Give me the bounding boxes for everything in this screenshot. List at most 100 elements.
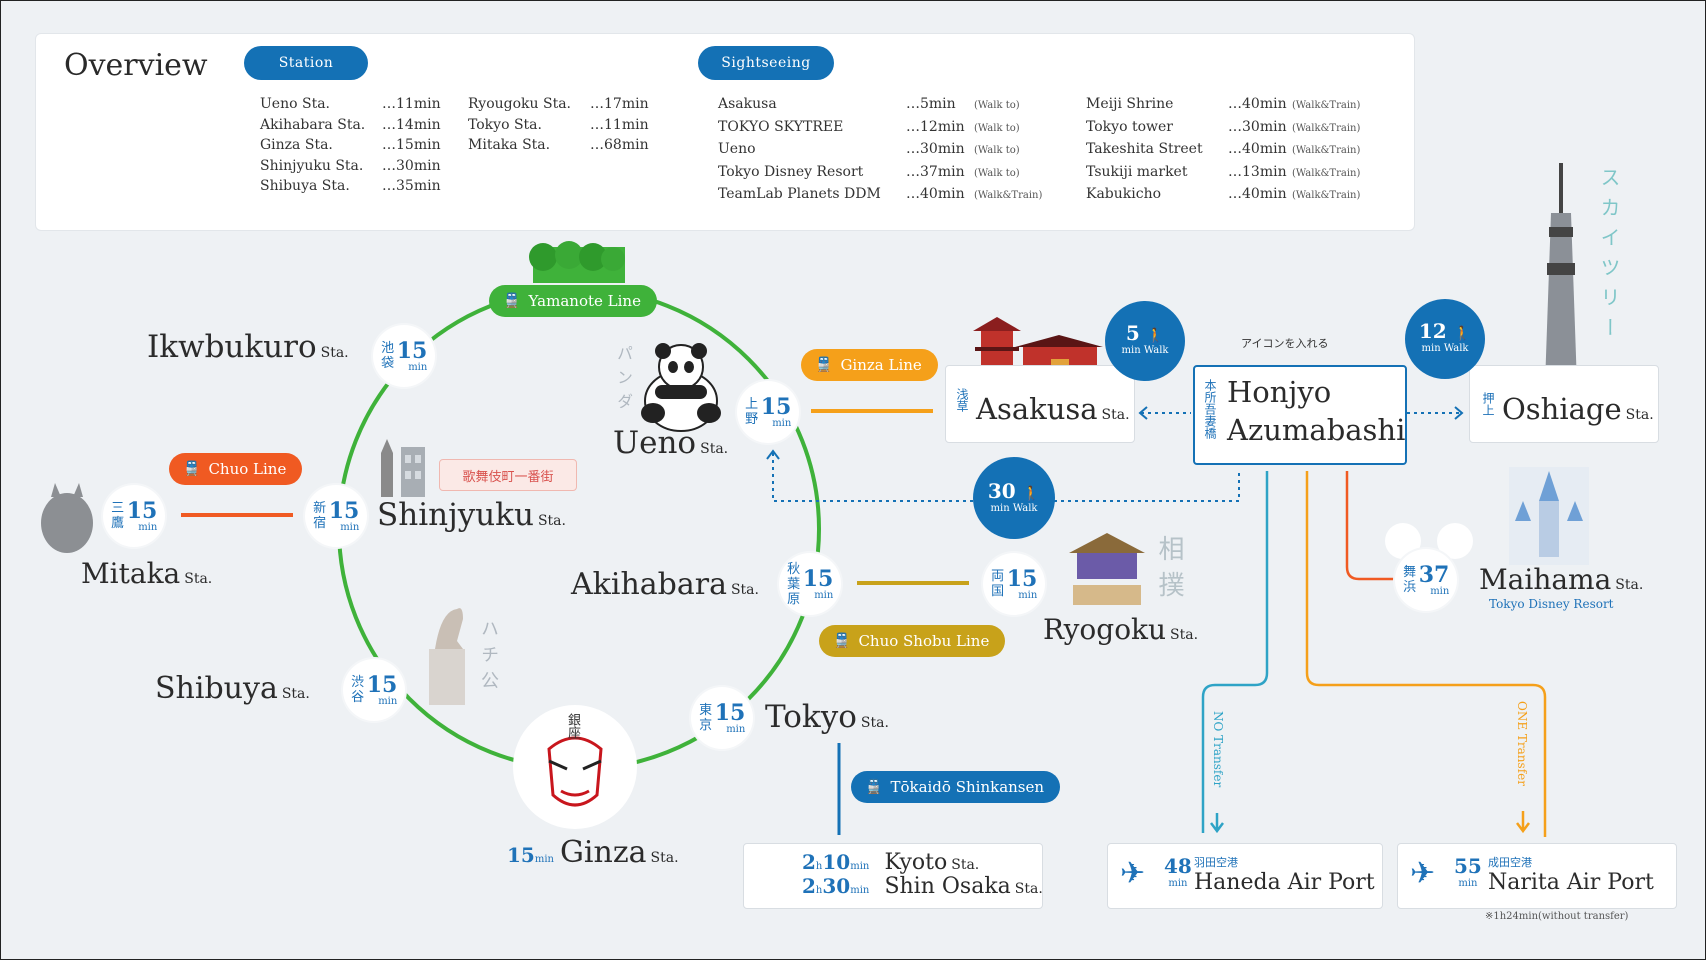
sumo-ring: [1069, 533, 1145, 605]
walk-icon: 🚶: [1453, 326, 1472, 342]
panda-text: パンダ: [614, 345, 633, 417]
hachiko-statue: [429, 608, 465, 705]
sightseeing-pill: Sightseeing: [698, 46, 834, 80]
station-list-1: Ueno Sta.…11min Akihabara Sta.…14min Gin…: [260, 94, 441, 197]
station-list-2: Ryougoku Sta.…17min Tokyo Sta.…11min Mit…: [468, 94, 649, 156]
mickey-ears: [1385, 523, 1473, 559]
list-item: Meiji Shrine…40min(Walk&Train): [1086, 96, 1361, 112]
list-item: Kabukicho…40min(Walk&Train): [1086, 186, 1361, 202]
list-item: Tokyo Disney Resort…37min(Walk to): [718, 163, 1020, 180]
walk-arrow-ueno: [766, 449, 780, 460]
narita-footnote: ※1h24min(without transfer): [1485, 911, 1629, 922]
walk-arrow-oshiage: [1454, 406, 1464, 420]
disney-castle: [1509, 467, 1589, 565]
train-icon: 🚆: [503, 293, 521, 309]
train-icon: 🚆: [183, 461, 201, 477]
haneda-route: [1201, 471, 1269, 833]
narita-transfer: ONE Transfer: [1515, 701, 1529, 786]
narita-arrow: [1516, 811, 1530, 834]
trees-illustration: [529, 241, 625, 283]
ueno-walk: 30 🚶 min Walk: [973, 457, 1055, 539]
list-item: TeamLab Planets DDM…40min(Walk&Train): [718, 186, 1043, 202]
honjyo-label-1: Honjyo: [1227, 375, 1332, 409]
list-item: Tsukiji market…13min(Walk&Train): [1086, 163, 1361, 180]
honjyo-kanji: 本所吾妻橋: [1203, 379, 1217, 439]
chuo-shobu-line-pill: 🚆Chuo Shobu Line: [819, 625, 1006, 657]
haneda-transfer: NO Transfer: [1211, 711, 1225, 788]
train-icon: 🚆: [833, 633, 851, 649]
chuo-line-pill: 🚆Chuo Line: [169, 453, 303, 485]
shinjyuku-buildings: [381, 439, 425, 497]
list-item: Shibuya Sta.…35min: [260, 178, 441, 194]
walk-icon: 🚶: [1022, 486, 1041, 502]
honjyo-label-2: Azumabashi: [1227, 413, 1406, 447]
kabukicho-sign: 歌舞伎町一番街: [439, 459, 577, 491]
oshiage-walk: 12 🚶 min Walk: [1405, 299, 1485, 379]
hachiko-text: ハチ公: [478, 619, 499, 697]
list-item: Ueno…30min(Walk to): [718, 141, 1020, 157]
narita-jp: 成田空港: [1488, 856, 1532, 869]
sights-list-2: Meiji Shrine…40min(Walk&Train) Tokyo tow…: [1086, 94, 1360, 207]
skytree-tower: [1545, 163, 1577, 385]
airplane-icon: ✈: [1120, 856, 1146, 891]
list-item: Asakusa…5min(Walk to): [718, 96, 1020, 112]
list-item: Tokyo Sta.…11min: [468, 116, 649, 133]
maihama-sub: Tokyo Disney Resort: [1489, 597, 1614, 611]
asakusa-kanji: 浅草: [955, 388, 969, 412]
narita-name: Narita Air Port: [1488, 870, 1654, 895]
maihama-route: [1345, 471, 1397, 581]
walk-arrow-asakusa: [1138, 406, 1148, 420]
honjyo-box: 本所吾妻橋 Honjyo Azumabashi: [1193, 365, 1407, 465]
skytree-text: スカイツリー: [1597, 167, 1621, 347]
overview-panel: Overview Station Sightseeing Ueno Sta.…1…: [35, 33, 1415, 231]
narita-route: [1305, 471, 1547, 837]
ginza-line-pill: 🚆Ginza Line: [801, 349, 938, 381]
list-item: TOKYO SKYTREE…12min(Walk to): [718, 118, 1020, 135]
walk-icon: 🚶: [1146, 328, 1165, 344]
station-pill: Station: [244, 46, 368, 80]
list-item: Shinjyuku Sta.…30min: [260, 157, 441, 174]
oshiage-kanji: 押上: [1481, 392, 1495, 416]
sumo-text: 相撲: [1154, 535, 1184, 607]
icon-note: アイコンを入れる: [1241, 337, 1329, 350]
haneda-jp: 羽田空港: [1194, 856, 1238, 869]
list-item: Takeshita Street…40min(Walk&Train): [1086, 141, 1361, 157]
list-item: Akihabara Sta.…14min: [260, 116, 441, 133]
train-icon: 🚆: [865, 779, 883, 795]
train-icon: 🚆: [815, 357, 833, 373]
list-item: Mitaka Sta.…68min: [468, 137, 649, 153]
haneda-arrow: [1210, 813, 1224, 834]
overview-title: Overview: [64, 48, 208, 83]
mitaka-character: [41, 483, 93, 553]
airplane-icon: ✈: [1410, 856, 1436, 891]
